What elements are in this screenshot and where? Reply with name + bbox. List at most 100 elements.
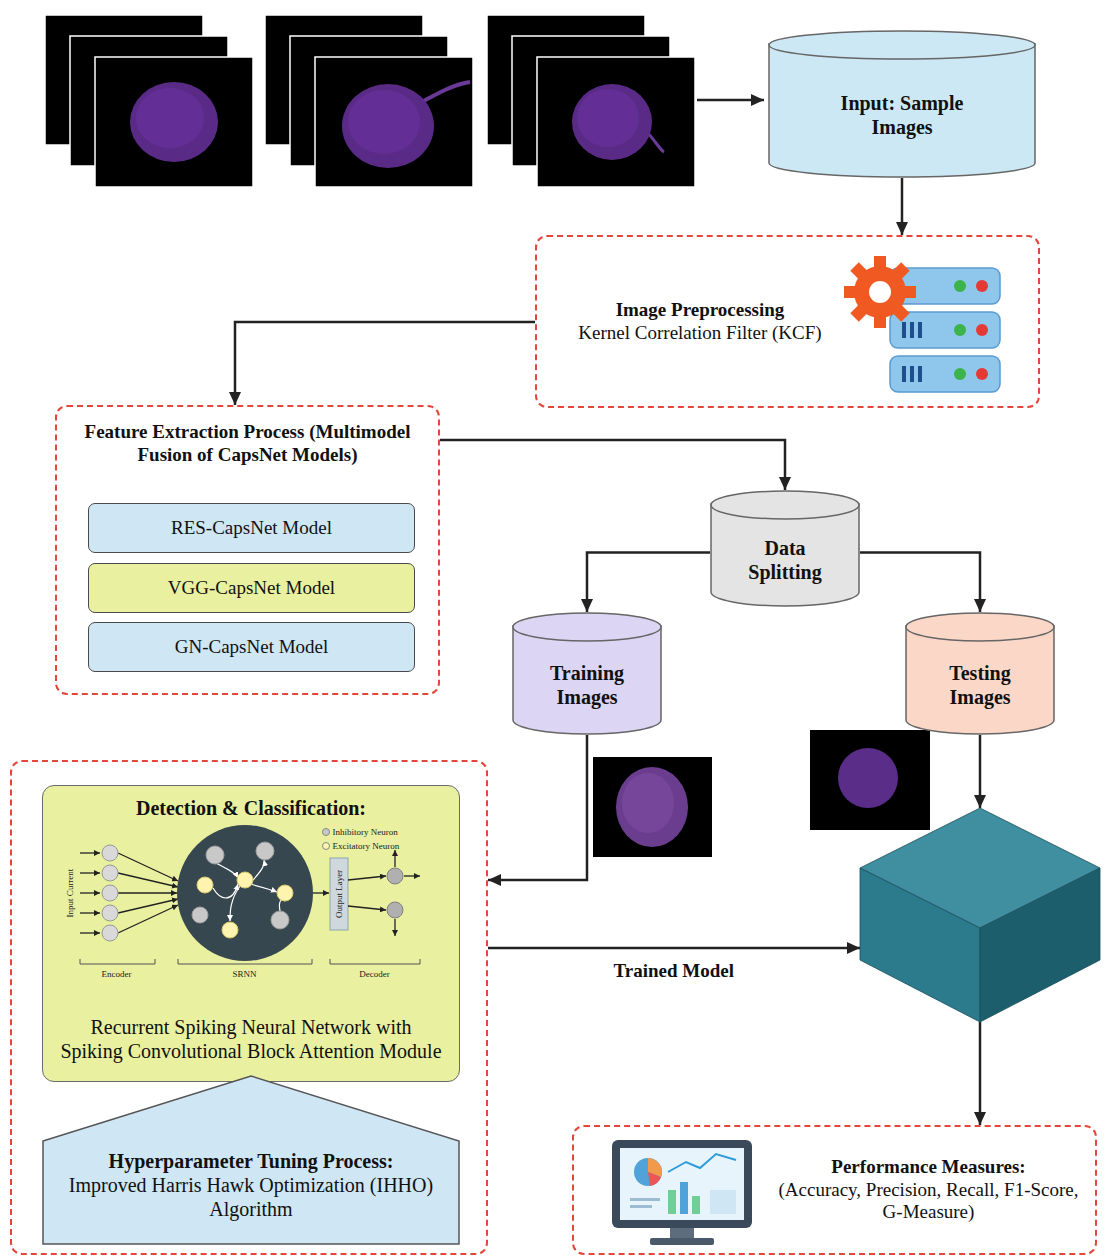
srnn-illustration xyxy=(102,865,118,881)
srnn-illustration xyxy=(387,868,403,918)
monitor-chart-icon xyxy=(710,1190,736,1214)
node-heading: Input: Sample Images xyxy=(808,91,996,139)
srnn-illustration xyxy=(80,959,155,964)
legend-text: Excitatory Neuron xyxy=(333,842,400,851)
server-gear-icon xyxy=(854,266,906,318)
srnn-illustration xyxy=(80,853,178,933)
server-gear-icon xyxy=(891,303,909,321)
flow-arrow xyxy=(440,440,785,490)
srnn-illustration xyxy=(253,860,264,880)
server-gear-icon xyxy=(918,322,922,338)
srnn-illustration xyxy=(330,959,420,964)
image-stack xyxy=(70,36,228,166)
srnn-illustration xyxy=(271,911,289,929)
database-cylinder: Input: Sample Images xyxy=(768,30,1036,178)
srnn-illustration xyxy=(102,925,118,941)
image-stack xyxy=(342,84,434,168)
srnn-illustration xyxy=(118,892,177,893)
srnn-illustration xyxy=(279,899,285,910)
srnn-illustration xyxy=(313,892,329,893)
training-sample-image xyxy=(593,757,712,857)
cyl-outline xyxy=(769,44,1035,177)
database-cylinder: Testing Images xyxy=(905,612,1055,735)
model-box: RES-CapsNet Model xyxy=(88,503,415,553)
srnn-illustration xyxy=(118,899,178,913)
srnn-illustration xyxy=(348,850,420,936)
srnn-illustration xyxy=(394,850,395,867)
legend-item: Excitatory Neuron xyxy=(322,842,400,851)
monitor-chart-icon xyxy=(630,1205,652,1208)
legend-swatch xyxy=(322,842,330,850)
flow-arrow xyxy=(488,947,860,950)
srnn-illustration xyxy=(80,959,420,964)
flow-arrow xyxy=(488,735,587,880)
cube-outline xyxy=(860,808,1100,1022)
testing-sample-image xyxy=(810,730,930,830)
server-gear-icon xyxy=(890,312,1000,348)
srnn-illustration xyxy=(214,862,238,878)
srnn-illustration xyxy=(387,902,403,918)
flow-arrow xyxy=(587,553,710,613)
node-heading: Hyperparameter Tuning Process: xyxy=(56,1149,446,1173)
node-heading: Testing Images xyxy=(919,661,1041,709)
node-heading: Image Preprocessing xyxy=(547,299,853,322)
training-sample-image xyxy=(593,757,712,857)
cyl-outline xyxy=(513,626,661,734)
node-heading: RES-CapsNet Model xyxy=(97,517,406,540)
srnn-illustration xyxy=(80,852,100,853)
monitor-chart-icon xyxy=(634,1158,662,1186)
monitor-chart-icon xyxy=(650,1238,714,1245)
server-gear-icon xyxy=(850,303,868,321)
image-stack xyxy=(95,57,253,187)
process-group: Feature Extraction Process (Multimodel F… xyxy=(55,405,440,695)
image-stack xyxy=(577,89,639,147)
server-gear-icon xyxy=(954,280,988,380)
image-stack xyxy=(45,15,253,187)
cyl-outline xyxy=(711,491,859,519)
srnn-illustration xyxy=(387,868,403,884)
penta-outline xyxy=(43,1076,459,1244)
image-stack xyxy=(418,82,470,104)
srnn-illustration xyxy=(213,884,238,898)
server-gear-icon xyxy=(902,286,916,298)
node-heading: VGG-CapsNet Model xyxy=(97,577,406,600)
srnn-illustration xyxy=(348,876,386,880)
database-cylinder: Data Splitting xyxy=(710,490,860,607)
srnn-illustration xyxy=(80,892,100,893)
cube-face xyxy=(860,868,980,1022)
node-heading: Training Images xyxy=(526,661,648,709)
part-label: Decoder xyxy=(359,969,389,978)
srnn-illustration xyxy=(102,845,118,861)
flow-arrow xyxy=(697,99,764,102)
model-box: GN-CapsNet Model xyxy=(88,622,415,672)
model-box: VGG-CapsNet Model xyxy=(88,563,415,613)
monitor-chart-icon xyxy=(680,1182,688,1214)
cyl-outline xyxy=(513,613,661,641)
image-stack xyxy=(537,57,695,187)
legend-swatch xyxy=(322,828,330,836)
part-label: Input Current xyxy=(65,868,74,917)
database-cylinder: Training Images xyxy=(512,612,662,735)
srnn-illustration xyxy=(102,905,118,921)
server-gear-icon xyxy=(902,322,906,338)
srnn-illustration xyxy=(213,860,285,921)
srnn-illustration xyxy=(277,885,293,901)
part-label: Output Layer xyxy=(334,869,343,917)
server-gear-icon xyxy=(874,256,886,270)
monitor-chart-icon xyxy=(605,1135,760,1250)
edge-label: Trained Model xyxy=(611,960,738,982)
srnn-illustration xyxy=(206,846,224,864)
server-gear-icon xyxy=(874,314,886,328)
server-gear-icon xyxy=(891,262,909,280)
monitor-chart-icon xyxy=(692,1196,700,1214)
monitor-chart-icon xyxy=(648,1158,662,1177)
legend-item: Inhibitory Neuron xyxy=(322,828,398,837)
srnn-illustration xyxy=(330,858,348,930)
monitor-chart-icon xyxy=(630,1198,660,1201)
srnn-illustration xyxy=(192,842,289,929)
srnn-illustration xyxy=(118,905,178,933)
testing-sample-image xyxy=(838,748,898,808)
server-gear-icon xyxy=(954,280,966,292)
flow-arrow xyxy=(235,322,535,405)
